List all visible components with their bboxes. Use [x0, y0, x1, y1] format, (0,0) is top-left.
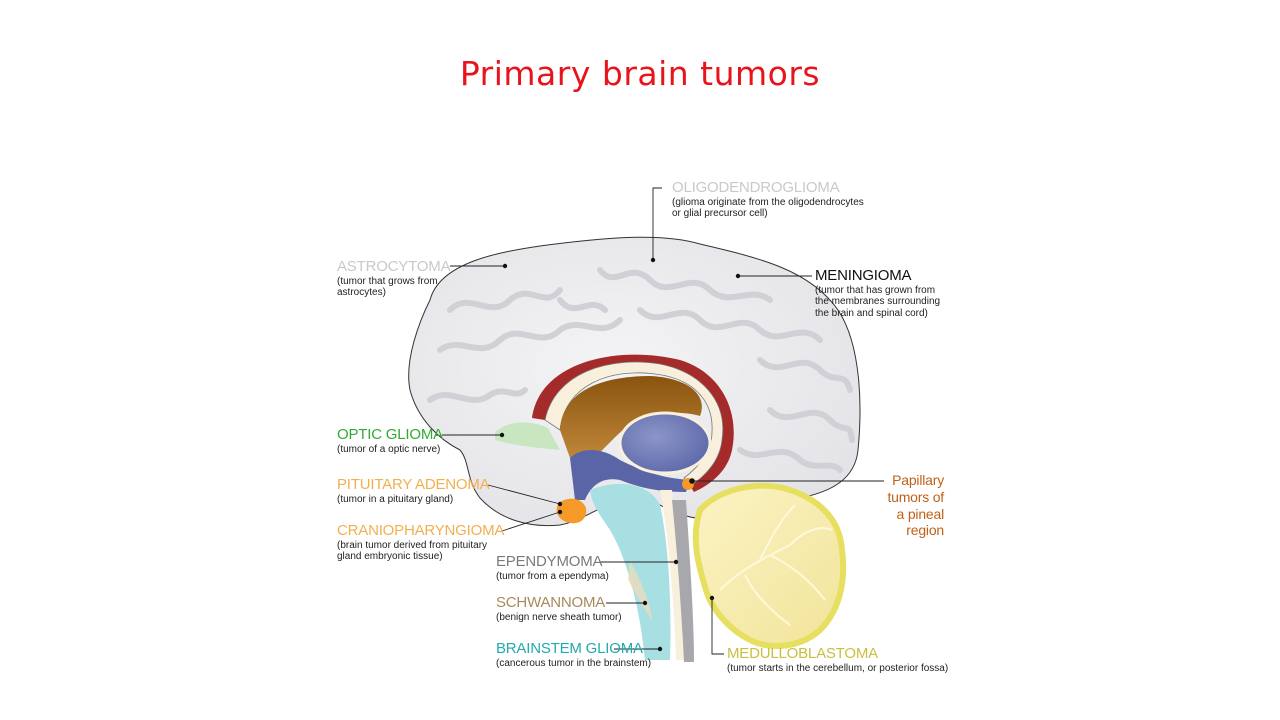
- craniopharyngioma-desc-2: gland embryonic tissue): [337, 551, 443, 562]
- papillary-line-2: tumors of: [887, 488, 944, 505]
- pituitary-gland: [556, 498, 587, 524]
- meningioma-desc: (tumor that has grown from: [815, 284, 936, 296]
- schwannoma-desc: (benign nerve sheath tumor): [496, 611, 622, 623]
- craniopharyngioma-name: CRANIOPHARYNGIOMA: [337, 522, 505, 539]
- papillary-line-3: a pineal: [896, 505, 945, 522]
- medulloblastoma-desc: (tumor starts in the cerebellum, or post…: [727, 662, 949, 674]
- lateral-ventricle: [560, 376, 702, 460]
- pituitary-adenoma-desc: (tumor in a pituitary gland): [337, 493, 454, 505]
- label-astrocytoma: ASTROCYTOMA (tumor that grows from astro…: [337, 258, 451, 299]
- label-meningioma: MENINGIOMA (tumor that has grown from th…: [815, 267, 941, 319]
- cerebellum: [692, 482, 847, 649]
- astrocytoma-name: ASTROCYTOMA: [337, 258, 451, 275]
- label-craniopharyngioma: CRANIOPHARYNGIOMA (brain tumor derived f…: [337, 522, 505, 563]
- thalamus: [618, 411, 712, 475]
- oligodendroglioma-name: OLIGODENDROGLIOMA: [672, 179, 840, 196]
- astrocytoma-desc: (tumor that grows from: [337, 275, 438, 287]
- diencephalon: [570, 450, 690, 500]
- optic-glioma-name: OPTIC GLIOMA: [337, 426, 443, 443]
- label-medulloblastoma: MEDULLOBLASTOMA (tumor starts in the cer…: [727, 645, 949, 674]
- leader-lines: [442, 187, 884, 655]
- label-oligodendroglioma: OLIGODENDROGLIOMA (glioma originate from…: [672, 179, 864, 220]
- meningioma-name: MENINGIOMA: [815, 267, 912, 284]
- optic-nerve: [495, 422, 560, 450]
- label-brainstem-glioma: BRAINSTEM GLIOMA (cancerous tumor in the…: [496, 640, 652, 669]
- astrocytoma-desc-2: astrocytes): [337, 287, 386, 298]
- label-pituitary-adenoma: PITUITARY ADENOMA (tumor in a pituitary …: [337, 476, 490, 505]
- medulloblastoma-name: MEDULLOBLASTOMA: [727, 645, 878, 662]
- label-ependymoma: EPENDYMOMA (tumor from a ependyma): [496, 553, 609, 582]
- label-papillary-pineal: Papillary tumors of a pineal region: [860, 472, 944, 539]
- meningioma-desc-3: the brain and spinal cord): [815, 307, 928, 319]
- schwannoma-name: SCHWANNOMA: [496, 594, 606, 611]
- papillary-line-4: region: [906, 522, 944, 539]
- ependymoma-name: EPENDYMOMA: [496, 553, 603, 570]
- corpus-callosum: [532, 354, 734, 492]
- diagram-title: Primary brain tumors: [459, 54, 821, 93]
- ependymoma-desc: (tumor from a ependyma): [496, 570, 609, 582]
- spinal-canal: [672, 500, 694, 662]
- label-schwannoma: SCHWANNOMA (benign nerve sheath tumor): [496, 594, 622, 623]
- brainstem-glioma-name: BRAINSTEM GLIOMA: [496, 640, 643, 657]
- oligodendroglioma-desc: (glioma originate from the oligodendrocy…: [672, 196, 864, 208]
- papillary-line-1: Papillary: [892, 472, 944, 488]
- meningioma-desc-2: the membranes surrounding: [815, 296, 941, 307]
- pituitary-adenoma-name: PITUITARY ADENOMA: [337, 476, 490, 493]
- brainstem-glioma-desc: (cancerous tumor in the brainstem): [496, 657, 652, 669]
- pointer-dots: [499, 257, 741, 652]
- gyri: [427, 267, 855, 473]
- arbor-vitae: [719, 504, 833, 626]
- oligodendroglioma-desc-2: or glial precursor cell): [672, 208, 768, 219]
- optic-glioma-desc: (tumor of a optic nerve): [337, 443, 441, 455]
- label-optic-glioma: OPTIC GLIOMA (tumor of a optic nerve): [337, 426, 443, 455]
- craniopharyngioma-desc: (brain tumor derived from pituitary: [337, 539, 488, 551]
